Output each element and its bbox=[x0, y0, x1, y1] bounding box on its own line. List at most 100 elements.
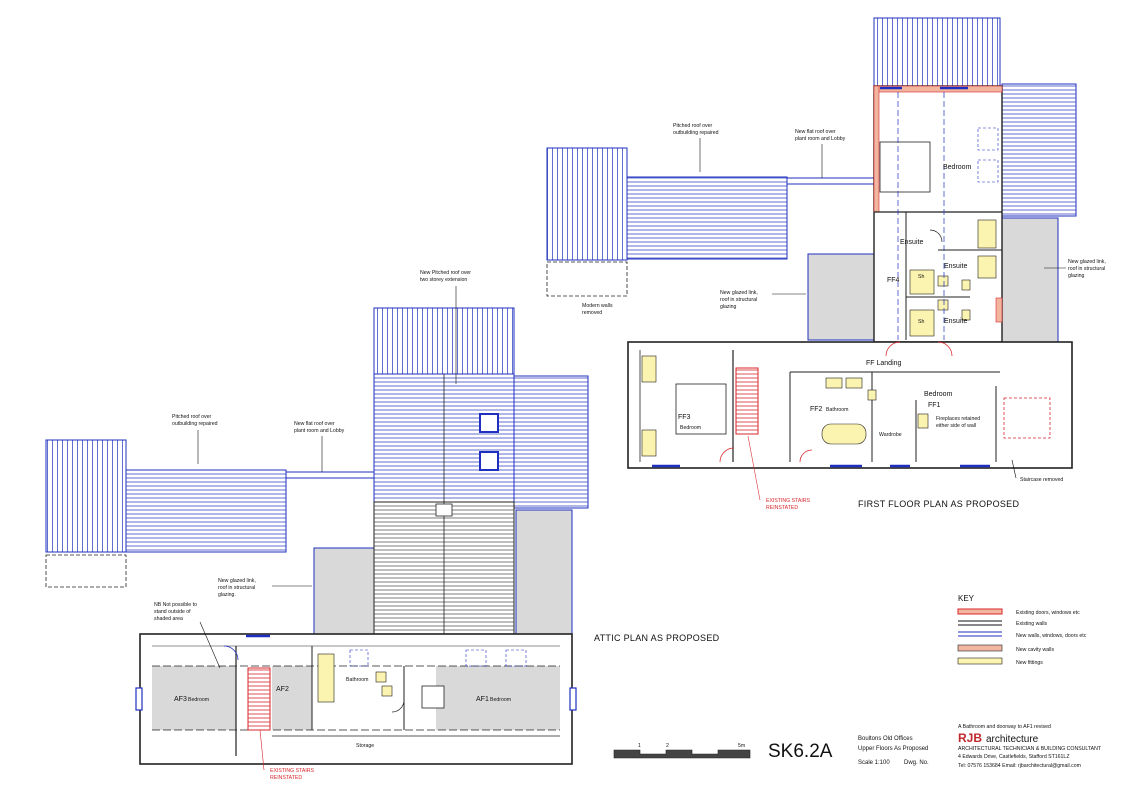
ff-fireplace bbox=[917, 413, 929, 429]
ff-room-ff3: FF3 bbox=[678, 414, 691, 421]
attic-note-glazed-3: glazing. bbox=[218, 592, 236, 598]
ff-room-bedroom-ff1: Bedroom bbox=[924, 391, 953, 398]
scale-tick-2: 2 bbox=[666, 743, 669, 749]
attic-room-af2: AF2 bbox=[276, 686, 289, 693]
attic-note-new-pitched-2: two storey extension bbox=[420, 277, 467, 283]
scale-tick-5m: 5m bbox=[738, 743, 745, 749]
key-label-existing-walls: Existing walls bbox=[1016, 621, 1048, 627]
first-floor-labels: Bedroom Ensuite Ensuite Ensuite Sh Sh FF… bbox=[582, 123, 1106, 511]
attic-room-af3: AF3 bbox=[174, 696, 187, 703]
ff-note-pitched-1: Pitched roof over bbox=[673, 123, 712, 129]
ff-stairs bbox=[735, 367, 759, 435]
ff-note-pitched-2: outbuilding repaired bbox=[673, 130, 719, 136]
ff-note-flat-2: plant room and Lobby bbox=[795, 136, 846, 142]
attic-right-roof bbox=[513, 375, 589, 509]
scale-tick-1: 1 bbox=[638, 743, 641, 749]
attic-note-pitched-1: Pitched roof over bbox=[172, 414, 211, 420]
ff-note-glazed-right-2: roof in structural bbox=[1068, 266, 1105, 272]
ff-ensuite-fitting-2 bbox=[977, 255, 997, 279]
ff-note-glazed-right-3: glazing bbox=[1068, 273, 1085, 279]
ff-removed-staircase bbox=[1003, 397, 1051, 439]
ff-note-modern-2: removed bbox=[582, 310, 602, 316]
attic-note-nb-2: stand outside of bbox=[154, 609, 191, 615]
ff-basin-2 bbox=[961, 309, 971, 321]
ff-cavity-wall-left bbox=[873, 85, 880, 213]
ff-title: FIRST FLOOR PLAN AS PROPOSED bbox=[858, 499, 1019, 509]
ff-note-glazed-left-1: New glazed link, bbox=[720, 290, 758, 296]
key-label-new-walls: New walls, windows, doors etc bbox=[1016, 633, 1087, 639]
ff-room-ensuite-3: Ensuite bbox=[944, 318, 967, 325]
attic-note-glazed-2: roof in structural bbox=[218, 585, 255, 591]
ff-outbuilding-roof bbox=[546, 147, 628, 261]
ff-flat-roof bbox=[786, 177, 876, 185]
ff-room-ensuite-1: Ensuite bbox=[900, 239, 923, 246]
ff-red-door-tower bbox=[995, 297, 1003, 323]
attic-chimney-breast bbox=[421, 685, 445, 709]
attic-note-glazed-1: New glazed link, bbox=[218, 578, 256, 584]
ff-wc-1 bbox=[937, 275, 949, 287]
attic-bath bbox=[317, 653, 335, 703]
ff-bed-top bbox=[879, 141, 931, 193]
brand-architecture: architecture bbox=[986, 734, 1039, 745]
ff-ensuite-fitting-1 bbox=[977, 219, 997, 249]
ff-note-glazed-right-1: New glazed link, bbox=[1068, 259, 1106, 265]
attic-top-roof bbox=[373, 307, 515, 375]
ff-room-ff2: FF2 bbox=[810, 406, 823, 413]
attic-note-pitched-2: outbuilding repaired bbox=[172, 421, 218, 427]
ff-note-glazed-left-3: glazing bbox=[720, 304, 737, 310]
key-swatch-cavity bbox=[957, 644, 1003, 652]
attic-chimney bbox=[435, 503, 453, 517]
ff-ff2-fitting-3 bbox=[867, 389, 877, 401]
ff-glazed-link-left bbox=[807, 253, 875, 341]
ff-room-ff4: FF4 bbox=[887, 277, 900, 284]
brand-rjb: RJB bbox=[958, 731, 982, 745]
ff-glazed-link-right bbox=[1001, 217, 1059, 343]
ff-room-sh-1: Sh bbox=[918, 274, 924, 280]
ff-ff2-fitting-1 bbox=[825, 377, 843, 389]
title-block: SK6.2A Boultons Old Offices Upper Floors… bbox=[768, 724, 1102, 769]
ff-room-ff3-sub: Bedroom bbox=[680, 425, 701, 431]
attic-wc bbox=[375, 671, 387, 683]
ff-shower-1 bbox=[909, 269, 935, 295]
attic-room-af1-sub: Bedroom bbox=[490, 697, 511, 703]
drawing-number: SK6.2A bbox=[768, 741, 833, 762]
attic-note-flat-2: plant room and Lobby bbox=[294, 428, 345, 434]
ff-right-roof bbox=[1001, 83, 1077, 217]
ff-bath bbox=[821, 423, 867, 445]
drawing-description: Upper Floors As Proposed bbox=[858, 746, 928, 752]
ff-note-staircase-removed: Staircase removed bbox=[1020, 477, 1063, 483]
ff-room-ff1: FF1 bbox=[928, 402, 941, 409]
attic-plan bbox=[45, 307, 589, 765]
ff-ff3-fitting-1 bbox=[641, 355, 657, 383]
attic-rooflight-2 bbox=[479, 451, 499, 471]
drawing-scale: Scale 1:100 bbox=[858, 760, 890, 766]
attic-rooflight-1 bbox=[479, 413, 499, 433]
attic-glazed-link-left bbox=[313, 547, 375, 635]
ff-wc-2 bbox=[937, 299, 949, 311]
attic-gable-window-left bbox=[135, 687, 143, 711]
attic-gable-window-right bbox=[569, 687, 577, 711]
key-label-cavity: New cavity walls bbox=[1016, 647, 1054, 653]
ff-note-glazed-left-2: roof in structural bbox=[720, 297, 757, 303]
first-floor-plan bbox=[546, 17, 1077, 469]
ff-shower-2 bbox=[909, 309, 935, 337]
key-swatch-fittings bbox=[957, 657, 1003, 665]
ff-room-wardrobe: Wardrobe bbox=[879, 432, 902, 438]
ff-room-sh-2: Sh bbox=[918, 319, 924, 325]
attic-shade-right bbox=[436, 666, 560, 730]
attic-note-flat-1: New flat roof over bbox=[294, 421, 335, 427]
ff-ff3-fitting-2 bbox=[641, 429, 657, 457]
ff-room-ff2-sub: Bathroom bbox=[826, 407, 849, 413]
attic-note-nb-1: NB Not possible to bbox=[154, 602, 197, 608]
key-swatch-existing bbox=[957, 608, 1003, 615]
ff-note-stairs-1: EXISTING STAIRS bbox=[766, 498, 811, 504]
attic-room-bathroom: Bathroom bbox=[346, 677, 369, 683]
ff-outbuilding-pitched-roof bbox=[626, 176, 788, 260]
consultant-line: ARCHITECTURAL TECHNICIAN & BUILDING CONS… bbox=[958, 746, 1102, 752]
attic-walls-removed bbox=[45, 554, 127, 588]
ff-tower-outline bbox=[873, 85, 1003, 343]
project-name: Boultons Old Offices bbox=[858, 736, 913, 742]
key-heading: KEY bbox=[958, 594, 975, 603]
ff-note-stairs-2: REINSTATED bbox=[766, 505, 798, 511]
